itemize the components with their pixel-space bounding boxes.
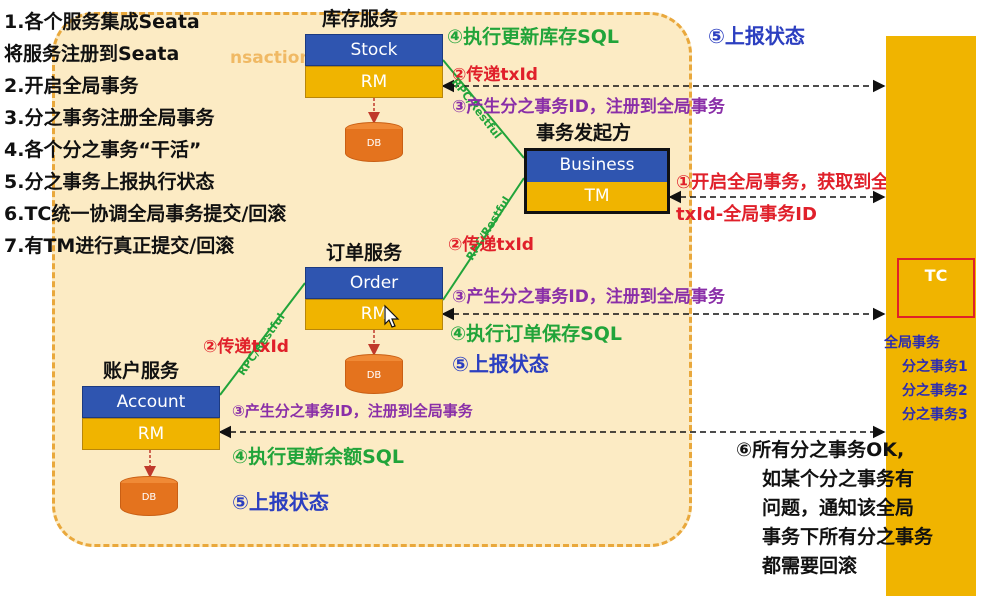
mouse-cursor-icon — [384, 304, 400, 328]
stock-db-label: DB — [345, 129, 403, 162]
rollback-note-line: 都需要回滚 — [762, 555, 858, 577]
stock-branch-note: ③产生分之事务ID，注册到全局事务 — [452, 97, 725, 117]
business-box: Business — [527, 151, 667, 182]
rpc-line-order — [442, 177, 525, 301]
rpc-line-account — [219, 282, 306, 396]
tc-branch-3: 分之事务3 — [902, 407, 968, 423]
account-rm-box: RM — [82, 418, 220, 450]
step-item: 将服务注册到Seata — [4, 43, 180, 65]
stock-service-title: 库存服务 — [322, 8, 399, 30]
tc-box: TC — [897, 258, 975, 318]
step-item: 5.分之事务上报执行状态 — [4, 171, 215, 193]
order-service-title: 订单服务 — [326, 242, 403, 264]
order-rm-box: RM — [305, 299, 443, 330]
stock-txid-note: ②传递txId — [452, 65, 538, 85]
rpc-line-stock — [442, 59, 525, 159]
account-report-note: ⑤上报状态 — [232, 490, 329, 514]
step-item: 2.开启全局事务 — [4, 75, 139, 97]
step-item: 7.有TM进行真正提交/回滚 — [4, 235, 235, 257]
account-db: DB — [120, 476, 178, 516]
order-sql-note: ④执行订单保存SQL — [450, 323, 623, 345]
account-db-label: DB — [120, 483, 178, 516]
tc-branch-1: 分之事务1 — [902, 359, 968, 375]
rollback-note: ⑥所有分之事务OK, 如某个分之事务有 问题，通知该全局 事务下所有分之事务 都… — [736, 436, 933, 581]
order-report-note: ⑤上报状态 — [452, 352, 549, 376]
step-item: 3.分之事务注册全局事务 — [4, 107, 215, 129]
rollback-note-line: 问题，通知该全局 — [762, 497, 915, 519]
business-title: 事务发起方 — [536, 122, 632, 144]
stock-sql-note: ④执行更新库存SQL — [447, 26, 620, 48]
order-txid-note: ②传递txId — [448, 235, 534, 255]
rollback-note-line: 如某个分之事务有 — [762, 468, 915, 490]
stock-report-note: ⑤上报状态 — [708, 24, 805, 48]
tc-global-label: 全局事务 — [884, 335, 940, 351]
account-sql-note: ④执行更新余额SQL — [232, 446, 405, 468]
step-item: 4.各个分之事务“干活” — [4, 139, 202, 161]
step-item: 1.各个服务集成Seata — [4, 11, 200, 33]
account-txid-note: ②传递txId — [203, 337, 289, 357]
begin-global-note: ①开启全局事务，获取到全局事务 — [676, 172, 944, 193]
account-service-title: 账户服务 — [103, 360, 180, 382]
business-frame — [524, 148, 670, 214]
rollback-note-line: ⑥所有分之事务OK, — [736, 439, 905, 461]
begin-global-note-2: txId-全局事务ID — [676, 204, 817, 225]
tc-branch-2: 分之事务2 — [902, 383, 968, 399]
step-item: 6.TC统一协调全局事务提交/回滚 — [4, 203, 287, 225]
step-list: 1.各个服务集成Seata 将服务注册到Seata 2.开启全局事务 3.分之事… — [4, 6, 286, 262]
order-db: DB — [345, 354, 403, 394]
order-db-label: DB — [345, 361, 403, 394]
stock-box: Stock — [305, 34, 443, 66]
stock-rm-box: RM — [305, 66, 443, 98]
order-box: Order — [305, 267, 443, 299]
account-branch-note: ③产生分之事务ID，注册到全局事务 — [232, 402, 473, 420]
stock-db: DB — [345, 122, 403, 162]
rollback-note-line: 事务下所有分之事务 — [762, 526, 934, 548]
tm-box: TM — [527, 182, 667, 211]
region-label: nsaction — [230, 48, 312, 68]
account-box: Account — [82, 386, 220, 418]
order-branch-note: ③产生分之事务ID，注册到全局事务 — [452, 287, 725, 307]
